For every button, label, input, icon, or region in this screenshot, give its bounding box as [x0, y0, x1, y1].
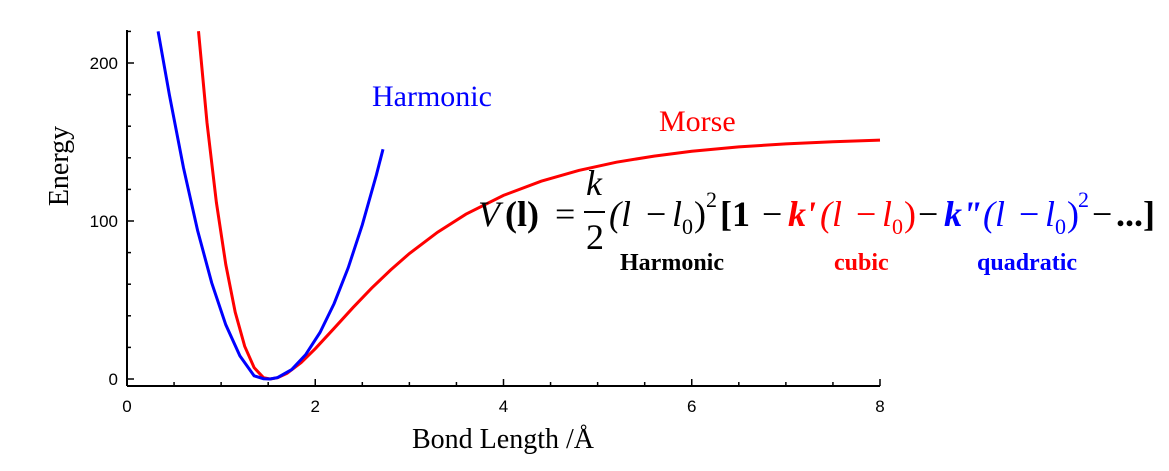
y-tick-label: 200 [90, 54, 118, 73]
x-tick-label: 6 [687, 397, 696, 416]
x-tick-label: 4 [499, 397, 508, 416]
eq-k-numerator: k [586, 163, 603, 203]
x-tick-label: 0 [122, 397, 131, 416]
eq-paren-l-2: (l [820, 194, 842, 234]
eq-l0-2: l [882, 194, 892, 234]
eq-paren-l: (l [609, 194, 631, 234]
term-harmonic-label: Harmonic [620, 250, 724, 276]
eq-minus-4: − [918, 194, 938, 234]
eq-dots-close: ...] [1116, 194, 1155, 234]
eq-l-arg: (l) [505, 194, 539, 234]
y-tick-label: 0 [109, 370, 118, 389]
eq-close-2: ) [904, 194, 916, 234]
x-tick-label: 8 [875, 397, 884, 416]
y-tick-label: 100 [90, 212, 118, 231]
x-tick-label: 2 [311, 397, 320, 416]
term-quadratic-label: quadratic [977, 250, 1077, 276]
eq-k-prime: k' [788, 194, 816, 234]
eq-minus-1: − [646, 194, 666, 234]
axis-ticks [126, 30, 881, 386]
eq-minus-5: − [1019, 194, 1039, 234]
eq-sub0-3: 0 [1055, 214, 1066, 239]
eq-sub0-2: 0 [892, 214, 903, 239]
eq-minus-2: − [762, 194, 782, 234]
eq-paren-l-3: (l [983, 194, 1005, 234]
harmonic-curve-label: Harmonic [372, 80, 492, 113]
eq-close-3: ) [1067, 194, 1079, 234]
eq-bracket-open: [1 [720, 194, 750, 234]
eq-sup2-3: 2 [1078, 187, 1089, 212]
eq-sup2-1: 2 [706, 187, 717, 212]
eq-equals: = [555, 194, 575, 234]
eq-2-denominator: 2 [586, 217, 604, 257]
eq-minus-3: − [856, 194, 876, 234]
eq-l0-3: l [1045, 194, 1055, 234]
eq-V: V [478, 194, 504, 234]
morse-curve-label: Morse [659, 105, 736, 138]
eq-k-double-prime: k" [944, 194, 982, 234]
harmonic-series-line [156, 31, 385, 381]
eq-close-1: ) [694, 194, 706, 234]
term-cubic-label: cubic [834, 250, 889, 276]
y-axis-title: Energy [44, 126, 75, 206]
equation: V (l) = k 2 (l − l 0 ) 2 [1 − k' (l − l … [478, 163, 1155, 276]
morse-series-line [197, 31, 881, 381]
eq-l0-1: l [672, 194, 682, 234]
eq-minus-6: − [1092, 194, 1112, 234]
x-axis-title: Bond Length /Å [412, 424, 595, 455]
eq-sub0-1: 0 [682, 214, 693, 239]
